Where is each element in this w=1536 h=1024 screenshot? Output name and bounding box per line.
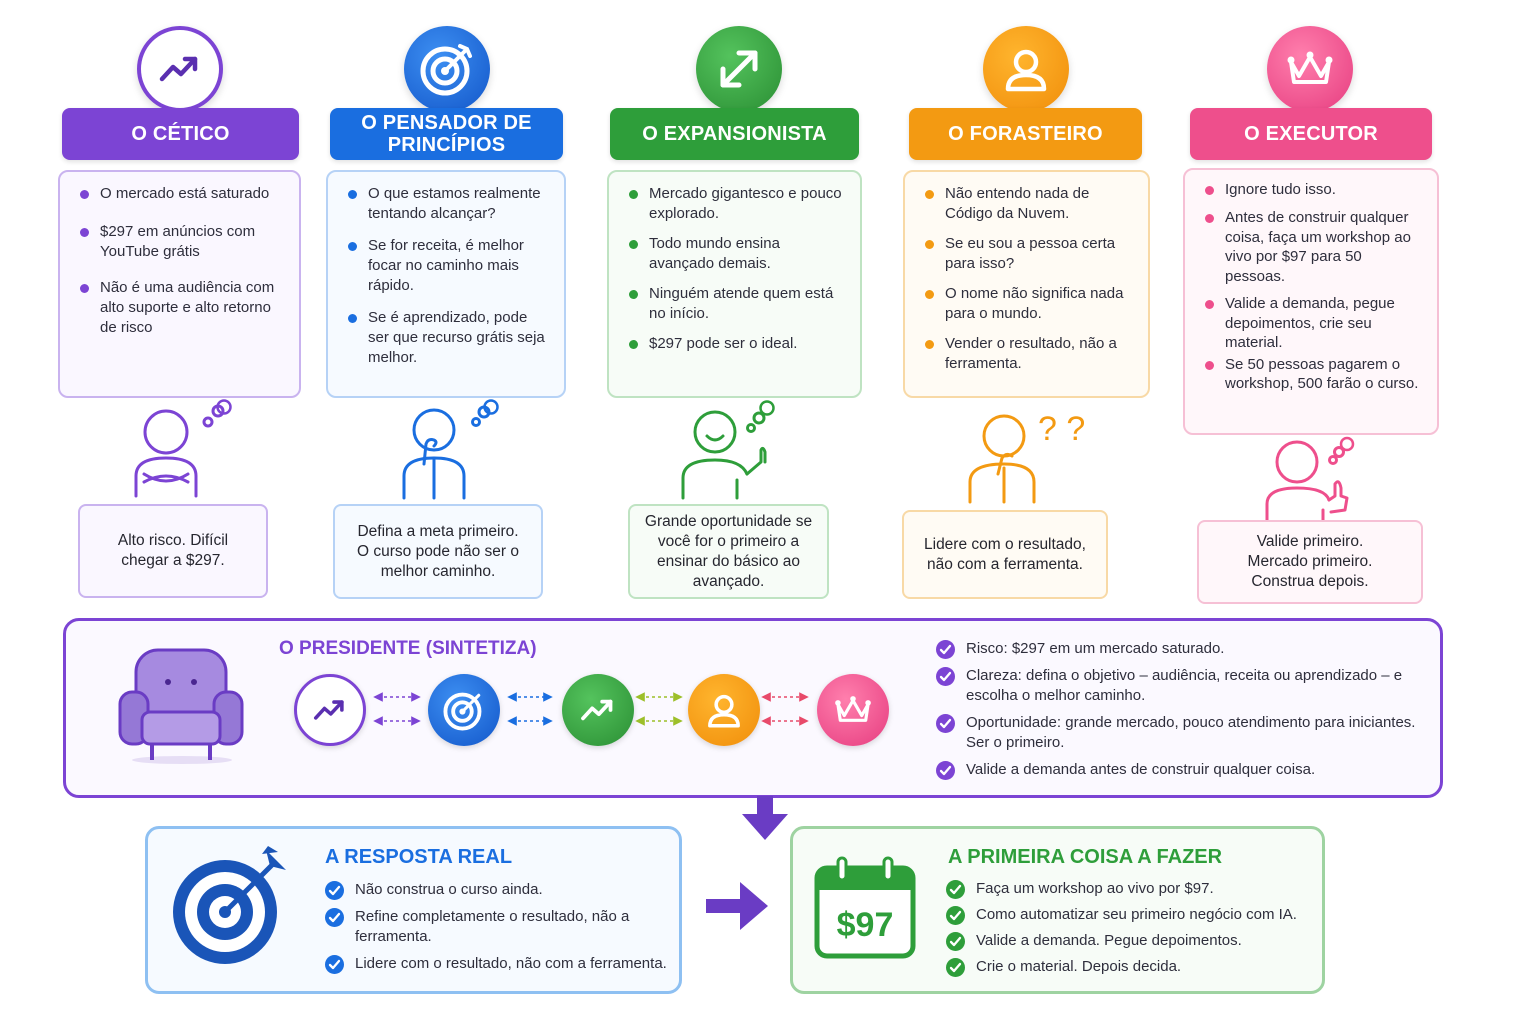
bullets-expansionista: Mercado gigantesco e pouco explorado. To…: [607, 170, 862, 398]
check-circle-icon: [325, 908, 344, 927]
bullet-item: O mercado está saturado: [74, 184, 285, 204]
figure-arms-crossed-icon: [134, 399, 232, 498]
first-thing-point-text: Faça um workshop ao vivo por $97.: [976, 880, 1214, 897]
figure-confused-icon: ? ?: [968, 410, 1085, 504]
answer-points: Não construa o curso ainda. Refine compl…: [325, 880, 675, 974]
bullet-item: Todo mundo ensina avançado demais.: [623, 234, 846, 274]
bullet-item: Não entendo nada de Código da Nuvem.: [919, 184, 1134, 224]
header-executor: O EXECUTOR: [1190, 108, 1432, 160]
first-thing-point-text: Como automatizar seu primeiro negócio co…: [976, 906, 1297, 923]
conclusion-forasteiro: Lidere com o resultado, não com a ferram…: [902, 510, 1108, 599]
first-thing-point-text: Crie o material. Depois decida.: [976, 958, 1182, 975]
conclusion-pensador: Defina a meta primeiro. O curso pode não…: [333, 504, 543, 599]
trend-up-icon: [137, 26, 223, 112]
header-cetico: O CÉTICO: [62, 108, 299, 160]
bullet-item: $297 em anúncios com YouTube grátis: [74, 222, 285, 262]
bullet-item: Vender o resultado, não a ferramenta.: [919, 334, 1134, 374]
mini-trend-up-green-icon: [562, 674, 634, 746]
header-pensador: O PENSADOR DE PRINCÍPIOS: [330, 108, 563, 160]
mini-crown-icon: [817, 674, 889, 746]
check-circle-icon: [936, 714, 955, 733]
bullet-item: O nome não significa nada para o mundo.: [919, 284, 1134, 324]
check-circle-icon: [936, 761, 955, 780]
check-circle-icon: [936, 667, 955, 686]
calendar-price: $97: [837, 906, 894, 944]
first-thing-point: Valide a demanda. Pegue depoimentos.: [946, 931, 1316, 951]
bullet-item: Se é aprendizado, pode ser que recurso g…: [342, 308, 550, 368]
president-point: Risco: $297 em um mercado saturado.: [936, 639, 1426, 659]
first-thing-point-text: Valide a demanda. Pegue depoimentos.: [976, 932, 1242, 949]
question-marks: ? ?: [1038, 410, 1085, 448]
answer-point-text: Lidere com o resultado, não com a ferram…: [355, 955, 667, 972]
first-thing-point: Faça um workshop ao vivo por $97.: [946, 879, 1316, 899]
first-thing-title: A PRIMEIRA COISA A FAZER: [948, 846, 1223, 868]
bullet-item: Se 50 pessoas pagarem o workshop, 500 fa…: [1199, 355, 1423, 394]
first-thing-point: Crie o material. Depois decida.: [946, 957, 1316, 977]
target-icon: [404, 26, 490, 112]
check-circle-icon: [946, 906, 965, 925]
armchair-icon: [118, 648, 244, 764]
president-point-text: Valide a demanda antes de construir qual…: [966, 761, 1316, 778]
answer-point: Lidere com o resultado, não com a ferram…: [325, 954, 675, 974]
user-icon: [983, 26, 1069, 112]
conclusion-cetico: Alto risco. Difícil chegar a $297.: [78, 504, 268, 598]
conclusion-executor: Valide primeiro. Mercado primeiro. Const…: [1197, 520, 1423, 604]
arrow-down-icon: [742, 796, 788, 840]
bullet-item: Ninguém atende quem está no início.: [623, 284, 846, 324]
check-circle-icon: [325, 955, 344, 974]
answer-point-text: Não construa o curso ainda.: [355, 881, 543, 898]
figure-idea-icon: [681, 400, 775, 500]
president-point: Clareza: defina o objetivo – audiência, …: [936, 666, 1426, 706]
bullets-executor: Ignore tudo isso. Antes de construir qua…: [1183, 168, 1439, 435]
figure-thumbs-up-icon: [1265, 436, 1355, 522]
mini-target-icon: [428, 674, 500, 746]
bullet-item: Se eu sou a pessoa certa para isso?: [919, 234, 1134, 274]
answer-point-text: Refine completamente o resultado, não a …: [355, 908, 630, 945]
president-title: O PRESIDENTE (SINTETIZA): [279, 638, 537, 659]
bullets-cetico: O mercado está saturado $297 em anúncios…: [58, 170, 301, 398]
answer-point: Não construa o curso ainda.: [325, 880, 675, 900]
calendar-icon: $97: [814, 856, 916, 959]
header-forasteiro: O FORASTEIRO: [909, 108, 1142, 160]
bullets-forasteiro: Não entendo nada de Código da Nuvem. Se …: [903, 170, 1150, 398]
figure-thinking-icon: [402, 399, 499, 500]
check-circle-icon: [946, 958, 965, 977]
header-expansionista: O EXPANSIONISTA: [610, 108, 859, 160]
arrow-right-icon: [706, 882, 768, 930]
check-circle-icon: [946, 880, 965, 899]
expand-arrows-icon: [696, 26, 782, 112]
answer-point: Refine completamente o resultado, não a …: [325, 907, 675, 947]
bullet-item: Antes de construir qualquer coisa, faça …: [1199, 208, 1423, 286]
president-point-text: Oportunidade: grande mercado, pouco aten…: [966, 714, 1416, 751]
president-points: Risco: $297 em um mercado saturado. Clar…: [936, 639, 1426, 780]
bullet-item: Não é uma audiência com alto suporte e a…: [74, 278, 285, 338]
bullet-item: $297 pode ser o ideal.: [623, 334, 846, 354]
bullet-item: Valide a demanda, pegue depoimentos, cri…: [1199, 294, 1423, 353]
mini-trend-up-icon: [294, 674, 366, 746]
connector-arrows: [373, 692, 809, 726]
crown-icon: [1267, 26, 1353, 112]
bullet-item: O que estamos realmente tentando alcança…: [342, 184, 550, 224]
target-arrow-icon: [173, 846, 286, 964]
check-circle-icon: [325, 881, 344, 900]
president-point-text: Risco: $297 em um mercado saturado.: [966, 640, 1225, 657]
president-point: Valide a demanda antes de construir qual…: [936, 760, 1426, 780]
mini-user-icon: [688, 674, 760, 746]
bullet-item: Se for receita, é melhor focar no caminh…: [342, 236, 550, 296]
check-circle-icon: [936, 640, 955, 659]
bullet-item: Ignore tudo isso.: [1199, 180, 1423, 200]
check-circle-icon: [946, 932, 965, 951]
first-thing-points: Faça um workshop ao vivo por $97. Como a…: [946, 879, 1316, 977]
first-thing-point: Como automatizar seu primeiro negócio co…: [946, 905, 1316, 925]
conclusion-expansionista: Grande oportunidade se você for o primei…: [628, 504, 829, 599]
president-point: Oportunidade: grande mercado, pouco aten…: [936, 713, 1426, 753]
answer-title: A RESPOSTA REAL: [325, 846, 513, 868]
bullets-pensador: O que estamos realmente tentando alcança…: [326, 170, 566, 398]
bullet-item: Mercado gigantesco e pouco explorado.: [623, 184, 846, 224]
president-point-text: Clareza: defina o objetivo – audiência, …: [966, 667, 1403, 704]
